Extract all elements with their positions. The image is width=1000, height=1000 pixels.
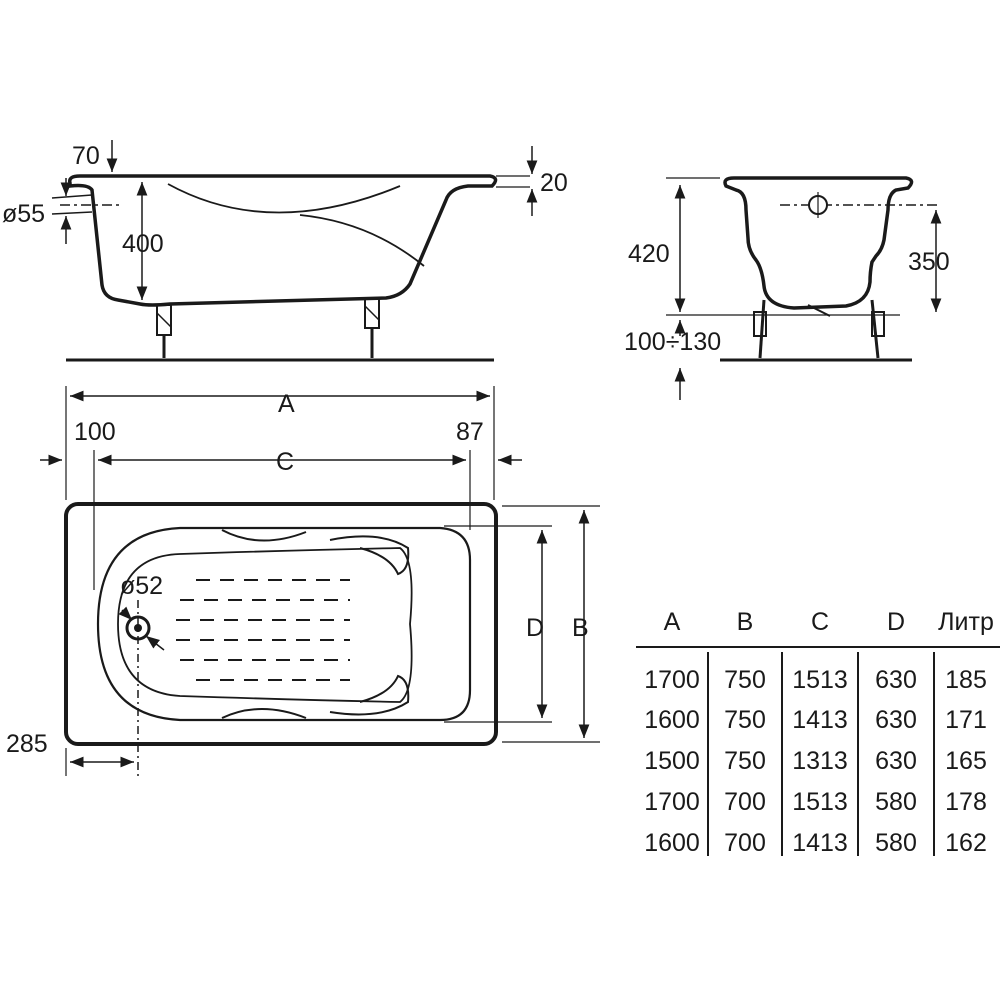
basin-inner-outline: [117, 547, 413, 703]
table-cell: 178: [945, 788, 987, 816]
table-row: 1600 700 1413 580 162: [644, 829, 987, 857]
table-cell: 700: [724, 829, 766, 857]
table-cell: 1700: [644, 666, 700, 694]
tub-inner-curve-1: [167, 183, 401, 214]
leg-right: [364, 297, 380, 358]
dimensions-table: A B C D Литр 1700 750 1513 630 185 1600 …: [636, 608, 1000, 857]
table-cell: 1313: [792, 747, 848, 775]
table-cell: 750: [724, 706, 766, 734]
side-view: 70 400 ø55 20: [2, 140, 568, 362]
table-cell: 630: [875, 747, 917, 775]
table-cell: 1500: [644, 747, 700, 775]
drain-offset-label: 285: [6, 730, 48, 758]
dimension-c-label: C: [276, 448, 294, 476]
table-cell: 630: [875, 666, 917, 694]
tub-rim-outline: [64, 502, 498, 746]
overflow-height-label: 400: [122, 230, 164, 258]
dimension-b-label: B: [572, 614, 589, 642]
table-cell: 1413: [792, 829, 848, 857]
dimension-d-label: D: [526, 614, 544, 642]
tub-end-outline: [723, 176, 914, 310]
leg-left: [156, 304, 172, 358]
anti-slip-marks: [176, 579, 350, 681]
tub-side-outline: [67, 174, 498, 307]
rim-width-label: 70: [72, 142, 100, 170]
rim-thickness-label: 20: [540, 169, 568, 197]
top-view: ø52 A C 100 87 285 D B: [6, 386, 600, 780]
table-cell: 750: [724, 666, 766, 694]
table-cell: 580: [875, 788, 917, 816]
end-leg-left: [753, 299, 767, 359]
table-cell: 1700: [644, 788, 700, 816]
table-cell: 171: [945, 706, 987, 734]
end-view: 420 350 100÷130: [624, 176, 950, 400]
overflow-diameter-label: ø55: [2, 200, 45, 228]
table-cell: 162: [945, 829, 987, 857]
leg-range-label: 100÷130: [624, 328, 721, 356]
table-header-a: A: [664, 608, 681, 636]
table-row: 1700 750 1513 630 185: [644, 666, 987, 694]
table-cell: 700: [724, 788, 766, 816]
tub-basin-outline: [96, 526, 472, 722]
table-cell: 165: [945, 747, 987, 775]
table-row: 1600 750 1413 630 171: [644, 706, 987, 734]
table-header-litres: Литр: [938, 608, 994, 636]
table-row: 1700 700 1513 580 178: [644, 788, 987, 816]
end-leg-right: [870, 299, 885, 359]
dimension-a-label: A: [278, 390, 295, 418]
table-cell: 185: [945, 666, 987, 694]
table-cell: 1513: [792, 788, 848, 816]
table-cell: 580: [875, 829, 917, 857]
table-header-d: D: [887, 608, 905, 636]
table-header-c: C: [811, 608, 829, 636]
table-header-b: B: [737, 608, 754, 636]
table-row: 1500 750 1313 630 165: [644, 747, 987, 775]
end-total-height-label: 420: [628, 240, 670, 268]
table-cell: 750: [724, 747, 766, 775]
table-cell: 1513: [792, 666, 848, 694]
drain-diameter-label: ø52: [120, 572, 163, 600]
end-overflow-height-label: 350: [908, 248, 950, 276]
tub-inner-curve-2: [299, 214, 425, 267]
foot-offset-label: 87: [456, 418, 484, 446]
armrest-bottom: [221, 674, 410, 719]
table-cell: 630: [875, 706, 917, 734]
table-cell: 1413: [792, 706, 848, 734]
armrest-top: [221, 529, 410, 576]
table-cell: 1600: [644, 706, 700, 734]
head-offset-label: 100: [74, 418, 116, 446]
table-cell: 1600: [644, 829, 700, 857]
